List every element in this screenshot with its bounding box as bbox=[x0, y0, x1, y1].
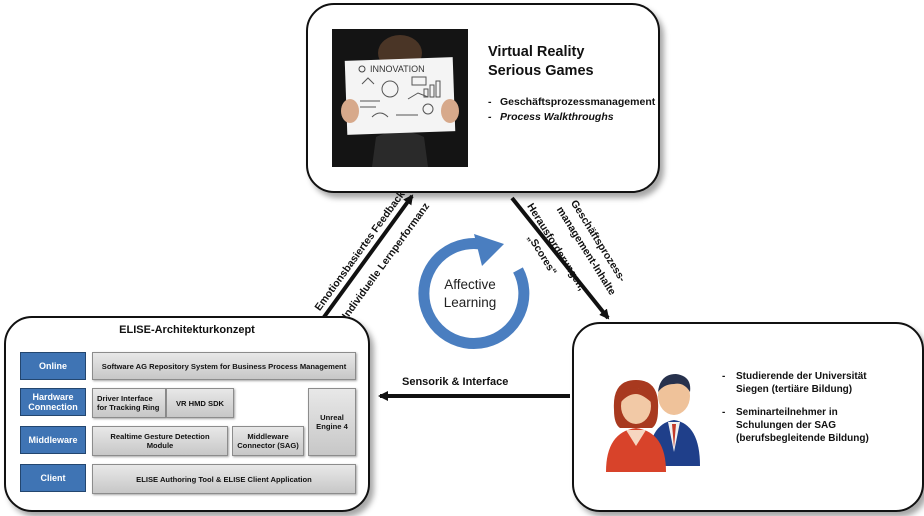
elise-title: ELISE-Architekturkonzept bbox=[119, 324, 255, 336]
vr-topic-item: Process Walkthroughs bbox=[488, 110, 655, 125]
learner-group-line: Schulungen der SAG bbox=[736, 420, 837, 431]
unreal-line1: Unreal bbox=[320, 413, 344, 422]
learners-list: Studierende der Universität Siegen (tert… bbox=[722, 370, 869, 455]
vr-title-line2: Serious Games bbox=[488, 63, 594, 79]
layer-middleware: Middleware bbox=[20, 426, 86, 454]
connector-line1: Middleware bbox=[247, 432, 289, 441]
photo-innovation-text: INNOVATION bbox=[370, 64, 425, 74]
module-vr-hmd-sdk: VR HMD SDK bbox=[166, 388, 234, 418]
layer-hardware-line2: Connection bbox=[28, 402, 78, 412]
learner-group-line: Seminarteilnehmer in bbox=[736, 407, 838, 418]
elise-architecture-box: ELISE-Architekturkonzept Online Hardware… bbox=[4, 316, 370, 512]
driver-line2: for Tracking Ring bbox=[97, 403, 160, 412]
vr-title: Virtual Reality Serious Games bbox=[488, 43, 594, 81]
layer-client: Client bbox=[20, 464, 86, 492]
learner-group-line: Siegen (tertiäre Bildung) bbox=[736, 384, 853, 395]
learners-box: Studierende der Universität Siegen (tert… bbox=[572, 322, 924, 512]
connector-line2: Connector (SAG) bbox=[237, 441, 299, 450]
innovation-photo: INNOVATION bbox=[332, 29, 468, 167]
module-repository-system: Software AG Repository System for Busine… bbox=[92, 352, 356, 380]
people-icon bbox=[606, 374, 700, 472]
driver-line1: Driver Interface bbox=[97, 394, 153, 403]
sensor-interface-label: Sensorik & Interface bbox=[402, 376, 509, 388]
feedback-arrow bbox=[314, 194, 414, 330]
unreal-line2: Engine 4 bbox=[316, 422, 348, 431]
affective-learning-label: Affective Learning bbox=[426, 276, 514, 312]
learner-group-item: Studierende der Universität Siegen (tert… bbox=[722, 370, 869, 396]
learner-group-item: Seminarteilnehmer in Schulungen der SAG … bbox=[722, 406, 869, 445]
layer-hardware-line1: Hardware bbox=[32, 392, 74, 402]
gesture-line1: Realtime Gesture Detection bbox=[110, 432, 210, 441]
vr-serious-games-box: INNOVATION Virtual Reality Serious Games… bbox=[306, 3, 660, 193]
vr-topic-item: Geschäftsprozessmanagement bbox=[488, 95, 655, 110]
innovation-photo-graphic: INNOVATION bbox=[332, 29, 468, 167]
cycle-line2: Learning bbox=[443, 295, 497, 310]
vr-topic-list: Geschäftsprozessmanagement Process Walkt… bbox=[488, 95, 655, 125]
module-authoring-client: ELISE Authoring Tool & ELISE Client Appl… bbox=[92, 464, 356, 494]
layer-online: Online bbox=[20, 352, 86, 380]
cycle-line1: Affective bbox=[444, 277, 496, 292]
affective-cycle-arrowhead bbox=[474, 234, 504, 266]
learner-group-line: Studierende der Universität bbox=[736, 371, 867, 382]
vr-title-line1: Virtual Reality bbox=[488, 44, 585, 60]
gesture-line2: Module bbox=[146, 441, 174, 450]
learner-group-line: (berufsbegleitende Bildung) bbox=[736, 433, 869, 444]
